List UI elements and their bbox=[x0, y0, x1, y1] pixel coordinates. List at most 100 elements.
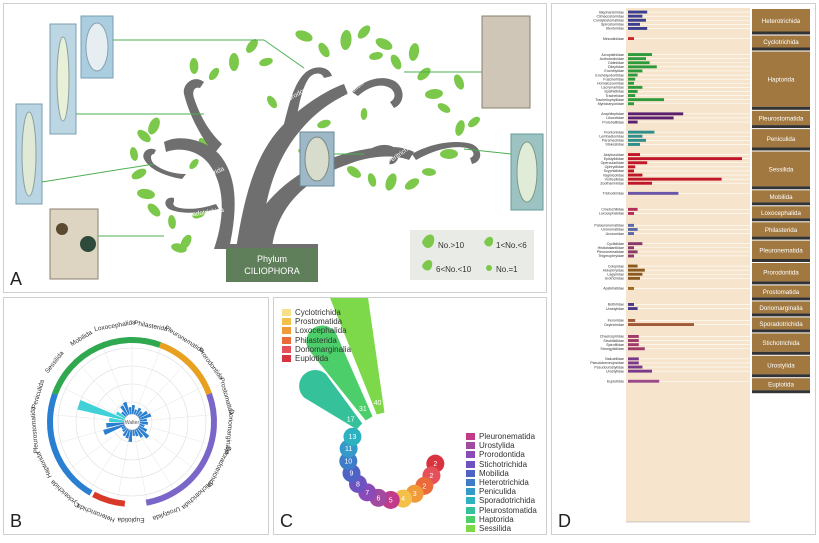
order-label: Pleuronematida bbox=[759, 247, 803, 254]
family-label: Fuscheriidae bbox=[603, 77, 624, 81]
petal-legend-item: Philasterida bbox=[282, 336, 337, 345]
ciliophora-tree: Pleurostomatida Haptorida Prorodontida N… bbox=[15, 15, 544, 282]
petal-count: 5 bbox=[389, 497, 393, 504]
legend-label: Stichotrichida bbox=[479, 459, 528, 469]
order-divider bbox=[752, 374, 810, 378]
radial-spoke bbox=[117, 421, 133, 501]
tree-leaf bbox=[137, 129, 151, 143]
petal-legend-item: Mobilida bbox=[466, 469, 509, 478]
radial-bar bbox=[121, 425, 126, 430]
family-label: Euplotidae bbox=[607, 380, 624, 384]
family-bar bbox=[628, 85, 643, 89]
radial-bar bbox=[125, 429, 131, 439]
phylum-title-line1: Phylum bbox=[257, 254, 287, 264]
order-divider bbox=[752, 147, 810, 151]
family-bar bbox=[628, 232, 634, 235]
family-bar bbox=[628, 264, 638, 268]
radial-bar bbox=[138, 410, 148, 419]
family-label: Stokesiidae bbox=[605, 143, 624, 147]
family-label: Bakuellidae bbox=[605, 357, 624, 361]
family-bar bbox=[628, 98, 664, 102]
legend-swatch bbox=[466, 451, 475, 459]
legend-6-to-10: 6<No.<10 bbox=[436, 265, 472, 274]
order-label-block bbox=[752, 355, 810, 375]
family-bar bbox=[628, 57, 646, 61]
family-bar bbox=[628, 303, 634, 306]
petal-count: 8 bbox=[356, 481, 360, 488]
petal-count: 40 bbox=[374, 400, 382, 407]
order-label-block bbox=[752, 378, 810, 391]
tree-leaf bbox=[455, 120, 465, 136]
radial-spoke bbox=[68, 421, 133, 471]
branch-label-pleurostomatida: Pleurostomatida bbox=[217, 108, 264, 131]
family-bar bbox=[628, 361, 639, 365]
family-label: Enchelyodontidae bbox=[595, 73, 624, 77]
legend-label: Heterotrichida bbox=[479, 478, 529, 487]
tree-leaf bbox=[147, 203, 161, 217]
order-divider bbox=[752, 329, 810, 333]
family-label: Strongylidiidae bbox=[600, 347, 624, 351]
radial-bar bbox=[128, 429, 132, 442]
family-label: Spirostomidae bbox=[601, 23, 624, 27]
radial-spoke bbox=[131, 421, 210, 445]
legend-label: Urostylida bbox=[479, 441, 515, 451]
petal-legend-item: Heterotrichida bbox=[466, 478, 529, 487]
bar-plot-area bbox=[626, 8, 750, 522]
family-label: Dileptidae bbox=[608, 65, 624, 69]
family-bar bbox=[628, 319, 636, 322]
radial-spoke bbox=[131, 386, 204, 423]
family-label: Myriokaryonidae bbox=[598, 102, 624, 106]
family-bar bbox=[628, 181, 652, 185]
family-label: Pseudourostylidae bbox=[594, 365, 624, 369]
family-bar bbox=[628, 173, 643, 177]
family-label: Strobilidiidae bbox=[603, 339, 624, 343]
family-label: Urostylidae bbox=[606, 369, 624, 373]
panel-d-label: D bbox=[558, 511, 571, 531]
family-bar bbox=[628, 134, 643, 138]
order-divider bbox=[752, 218, 810, 222]
family-label: Frontoniidae bbox=[604, 130, 624, 134]
panel-a: Pleurostomatida Haptorida Prorodontida N… bbox=[3, 3, 547, 293]
tree-leaf bbox=[440, 149, 458, 159]
family-label: Amphileptidae bbox=[601, 112, 624, 116]
radial-bar bbox=[115, 411, 126, 419]
radial-bar bbox=[122, 428, 129, 437]
tree-leaf bbox=[266, 95, 278, 109]
order-divider bbox=[752, 236, 810, 240]
order-label-block bbox=[752, 240, 810, 259]
family-bar bbox=[628, 272, 643, 276]
family-label: Oxytrichidae bbox=[604, 323, 624, 327]
tree-leaf bbox=[295, 30, 313, 42]
order-label: Mobilida bbox=[769, 194, 793, 201]
family-bar bbox=[628, 335, 639, 338]
order-label: Prorodontida bbox=[763, 270, 799, 277]
legend-swatch bbox=[466, 525, 475, 532]
legend-swatch bbox=[466, 497, 475, 505]
family-bar bbox=[628, 228, 638, 231]
petal-legend-item: Sessilida bbox=[466, 524, 511, 533]
tree-leaf bbox=[375, 38, 393, 50]
radial-bar bbox=[132, 405, 136, 415]
legend-label: Loxocephalida bbox=[295, 326, 347, 336]
legend-swatch bbox=[282, 345, 291, 353]
legend-label: Mobilida bbox=[479, 468, 509, 478]
family-bar bbox=[628, 116, 674, 120]
legend-swatch bbox=[466, 469, 475, 477]
family-bar bbox=[628, 14, 643, 18]
family-label: Holophryidae bbox=[603, 268, 624, 272]
family-label: Apsiktratidae bbox=[603, 287, 624, 291]
petal-count: 10 bbox=[344, 459, 352, 466]
petal-count: 9 bbox=[350, 471, 354, 478]
family-label: Didiniidae bbox=[608, 61, 624, 65]
radial-label: Sessilida bbox=[44, 350, 66, 375]
family-label: Thigmophryidae bbox=[598, 254, 624, 258]
order-divider bbox=[752, 351, 810, 355]
radial-bar bbox=[139, 418, 147, 422]
tree-leaf bbox=[437, 103, 451, 113]
family-label: Litonotidae bbox=[606, 116, 624, 120]
order-divider bbox=[752, 202, 810, 206]
radial-label: Euplotida bbox=[117, 516, 145, 523]
family-bar-chart: HeterotrichidaBlepharismidaeClimacostomi… bbox=[590, 8, 810, 523]
family-bar bbox=[628, 73, 638, 77]
